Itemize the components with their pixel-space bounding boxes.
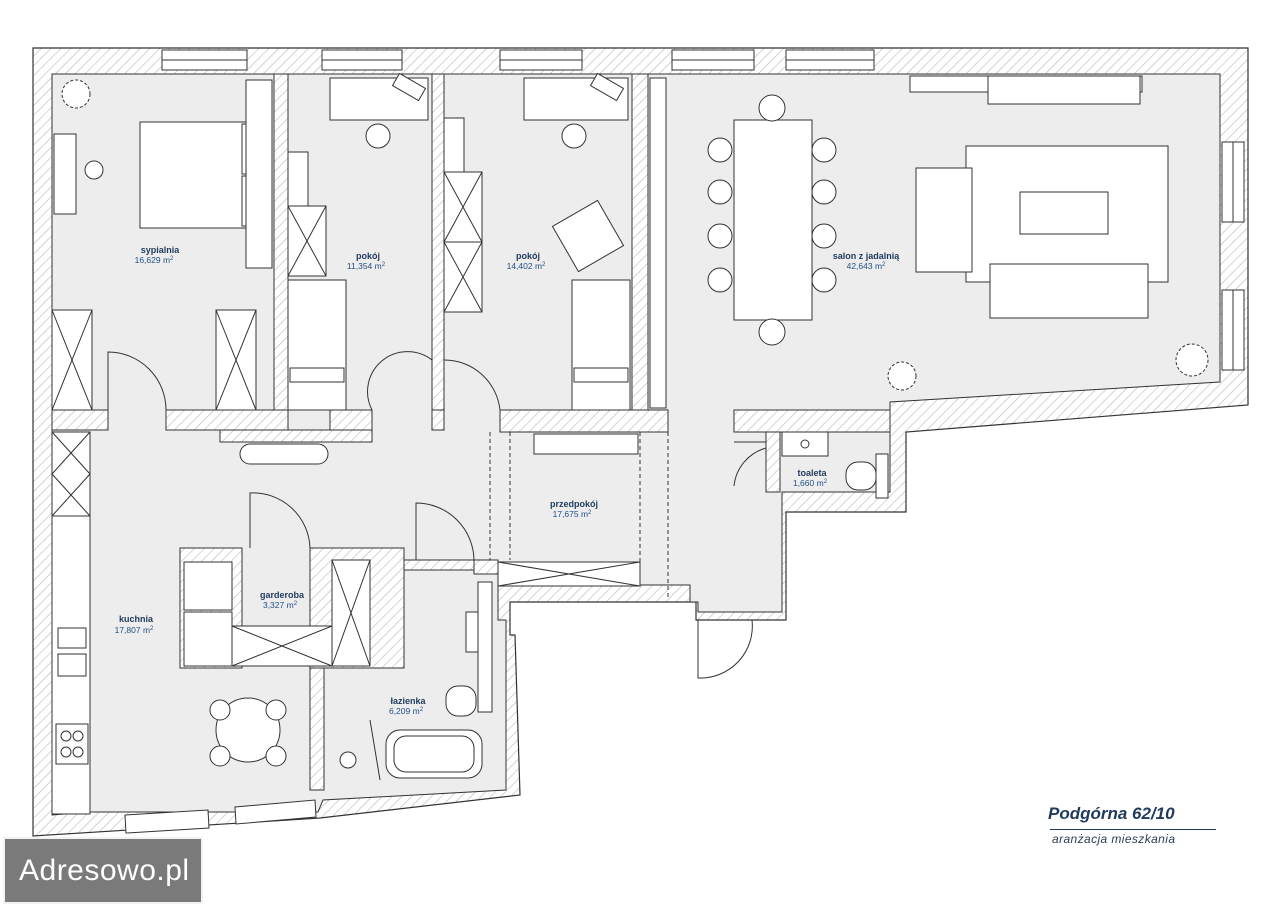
hall-furniture	[239, 432, 669, 600]
room-area-pokoj1: 11,354 m	[347, 261, 382, 271]
watermark-text: Adresowo.pl	[19, 854, 190, 887]
room-name-pokoj1: pokój	[356, 251, 380, 261]
windows-bottom	[124, 799, 317, 834]
kitchen-furniture	[51, 431, 287, 815]
room-name-przedpokoj: przedpokój	[550, 499, 598, 509]
watermark-logo: Adresowo.pl	[3, 837, 203, 904]
room-labels: sypialnia 16,629 m2 pokój 11,354 m2 pokó…	[115, 245, 901, 716]
wardrobe-furniture	[183, 559, 371, 667]
room-area-przedpokoj: 17,675 m	[553, 509, 588, 519]
bedroom-furniture	[51, 79, 273, 411]
salon-furniture	[649, 75, 1209, 409]
svg-text:14,402 m2: 14,402 m2	[507, 261, 546, 271]
plan-title: Podgórna 62/10	[1048, 804, 1175, 823]
svg-text:42,643 m2: 42,643 m2	[847, 261, 886, 271]
svg-text:17,675 m2: 17,675 m2	[553, 509, 592, 519]
room-area-kuchnia: 17,807 m	[115, 625, 150, 635]
room1-furniture	[287, 72, 429, 411]
toilet-furniture	[781, 431, 889, 499]
svg-text:16,629 m2: 16,629 m2	[135, 255, 174, 265]
room-name-salon: salon z jadalnią	[833, 251, 901, 261]
room2-furniture	[443, 72, 631, 411]
windows-right	[1221, 141, 1245, 371]
room-name-kuchnia: kuchnia	[119, 614, 154, 624]
windows-top	[161, 49, 875, 71]
room-area-pokoj2: 14,402 m	[507, 261, 542, 271]
room-area-toaleta: 1,660 m	[793, 478, 824, 488]
room-name-sypialnia: sypialnia	[141, 245, 181, 255]
room-name-garderoba: garderoba	[260, 590, 305, 600]
svg-text:1,660 m2: 1,660 m2	[793, 478, 828, 488]
bathroom-furniture	[339, 581, 493, 781]
room-name-toaleta: toaleta	[797, 468, 827, 478]
room-name-pokoj2: pokój	[516, 251, 540, 261]
room-area-sypialnia: 16,629 m	[135, 255, 170, 265]
room-name-lazienka: łazienka	[390, 696, 426, 706]
svg-text:17,807 m2: 17,807 m2	[115, 625, 154, 635]
plan-subtitle: aranżacja mieszkania	[1052, 832, 1176, 846]
doors	[107, 351, 767, 679]
svg-text:3,327 m2: 3,327 m2	[263, 600, 298, 610]
svg-text:6,209 m2: 6,209 m2	[389, 706, 424, 716]
svg-text:11,354 m2: 11,354 m2	[347, 261, 386, 271]
room-area-garderoba: 3,327 m	[263, 600, 294, 610]
room-area-salon: 42,643 m	[847, 261, 882, 271]
room-area-lazienka: 6,209 m	[389, 706, 420, 716]
title-divider	[1050, 829, 1216, 830]
